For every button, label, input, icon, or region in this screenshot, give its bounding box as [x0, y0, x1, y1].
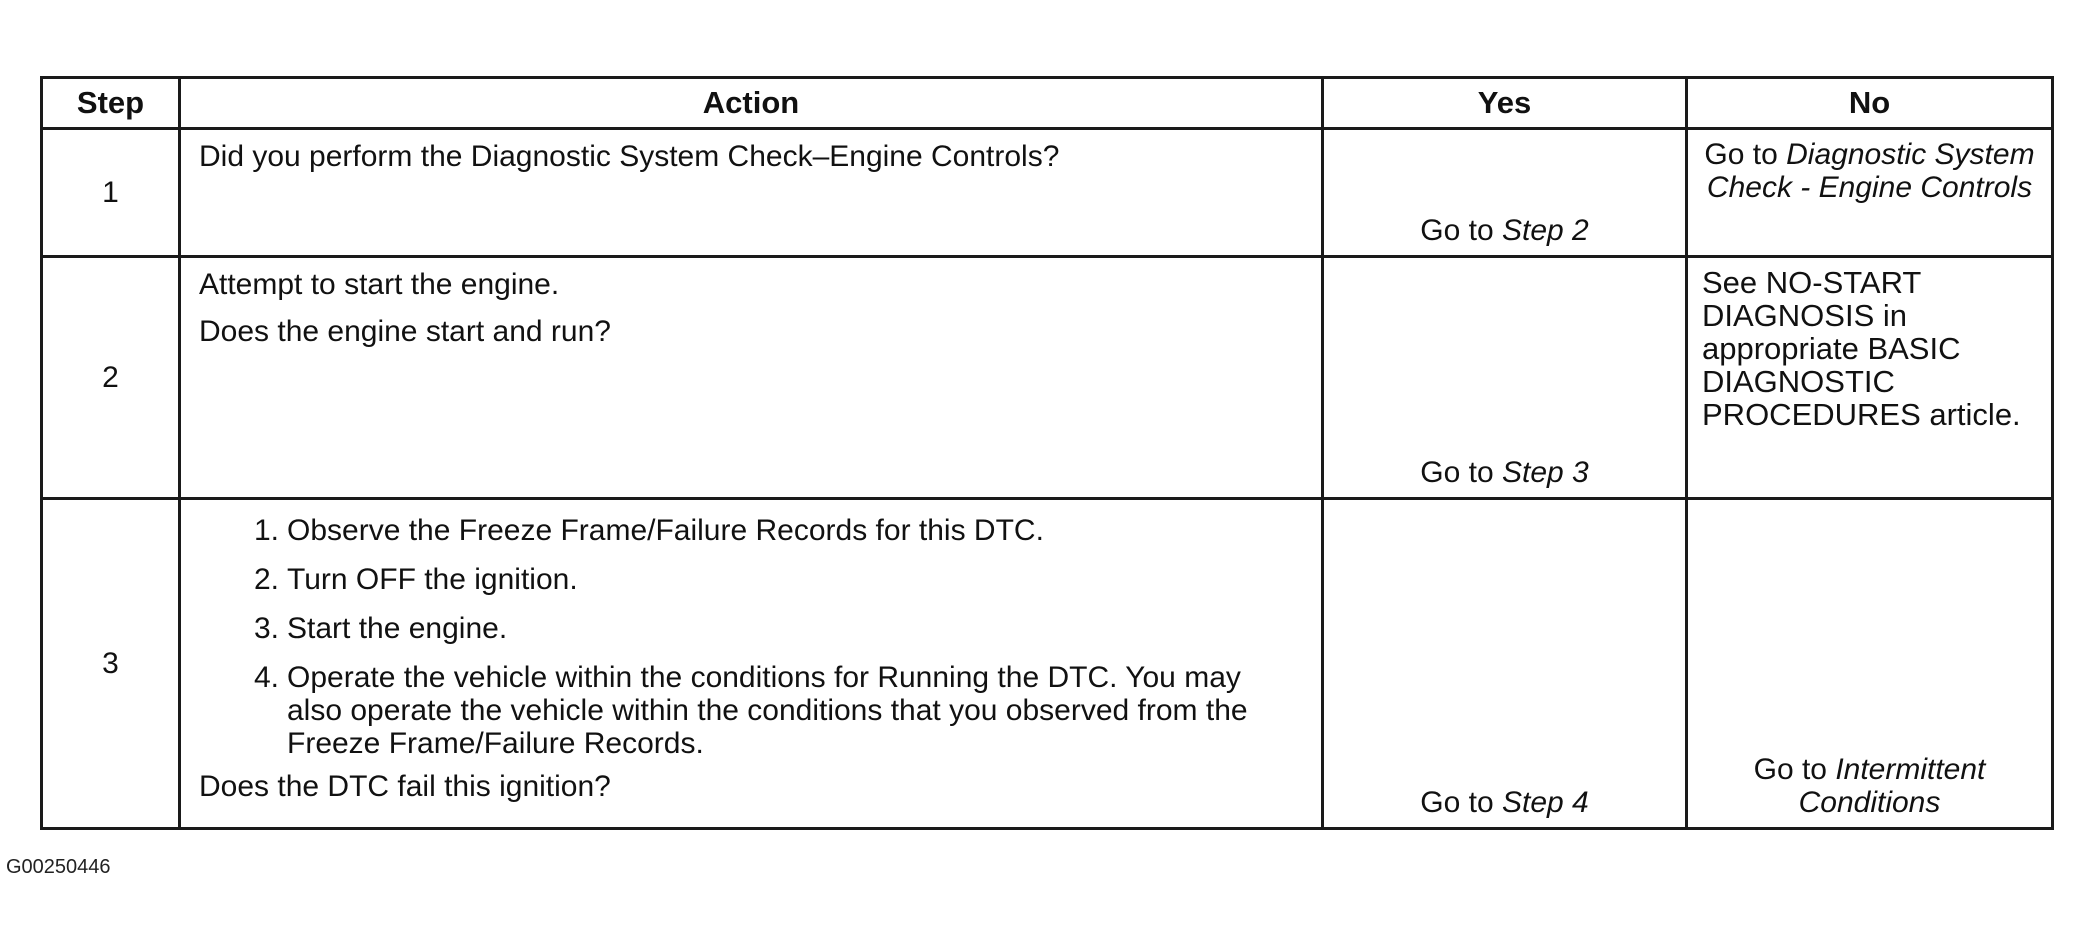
yes-link-step-3[interactable]: Step 3: [1501, 456, 1589, 489]
header-step: Step: [40, 76, 181, 130]
list-item-number: 1.: [253, 514, 279, 547]
step-number: 2: [40, 255, 181, 500]
no-prefix: Go to: [1704, 138, 1787, 171]
action-question: Does the DTC fail this ignition?: [199, 770, 611, 803]
list-item: 1. Observe the Freeze Frame/Failure Reco…: [199, 514, 1303, 547]
figure-code: G00250446: [6, 856, 111, 878]
yes-prefix: Go to: [1420, 456, 1502, 489]
no-prefix: Go to: [1753, 753, 1836, 786]
action-text: Attempt to start the engine.: [199, 268, 560, 301]
no-link-diagnostic-system-check[interactable]: Diagnostic System Check - Engine Control…: [1706, 138, 2035, 204]
list-item-number: 4.: [253, 661, 279, 694]
list-item: 4. Operate the vehicle within the condit…: [199, 661, 1303, 760]
list-item: 3. Start the engine.: [199, 612, 1303, 645]
yes-cell: Go to Step 4: [1321, 497, 1688, 830]
yes-link-step-2[interactable]: Step 2: [1501, 214, 1589, 247]
action-text: Did you perform the Diagnostic System Ch…: [199, 140, 1060, 173]
header-yes: Yes: [1321, 76, 1688, 130]
action-step-list: 1. Observe the Freeze Frame/Failure Reco…: [199, 514, 1303, 760]
table-row: 2 Attempt to start the engine. Does the …: [40, 255, 2054, 500]
no-cell: See NO-START DIAGNOSIS in appropriate BA…: [1685, 255, 2054, 500]
list-item-number: 2.: [253, 563, 279, 596]
no-link-intermittent-conditions[interactable]: Intermittent Conditions: [1798, 753, 1986, 819]
list-item-text: Start the engine.: [287, 612, 508, 645]
header-action: Action: [178, 76, 1324, 130]
list-item: 2. Turn OFF the ignition.: [199, 563, 1303, 596]
yes-link-step-4[interactable]: Step 4: [1501, 786, 1589, 819]
step-number: 1: [40, 127, 181, 258]
list-item-text: Turn OFF the ignition.: [287, 563, 578, 596]
table-row: 1 Did you perform the Diagnostic System …: [40, 127, 2054, 258]
yes-cell: Go to Step 3: [1321, 255, 1688, 500]
list-item-text: Operate the vehicle within the condition…: [287, 661, 1248, 760]
step-number: 3: [40, 497, 181, 830]
list-item-number: 3.: [253, 612, 279, 645]
action-cell: 1. Observe the Freeze Frame/Failure Reco…: [178, 497, 1324, 830]
yes-prefix: Go to: [1420, 214, 1502, 247]
action-cell: Did you perform the Diagnostic System Ch…: [178, 127, 1324, 258]
action-cell: Attempt to start the engine. Does the en…: [178, 255, 1324, 500]
yes-cell: Go to Step 2: [1321, 127, 1688, 258]
header-row: Step Action Yes No: [40, 76, 2054, 130]
no-cell: Go to Intermittent Conditions: [1685, 497, 2054, 830]
no-cell: Go to Diagnostic System Check - Engine C…: [1685, 127, 2054, 258]
table-row: 3 1. Observe the Freeze Frame/Failure Re…: [40, 497, 2054, 830]
action-question: Does the engine start and run?: [199, 315, 611, 348]
list-item-text: Observe the Freeze Frame/Failure Records…: [287, 514, 1044, 547]
yes-prefix: Go to: [1420, 786, 1502, 819]
diagnostic-table: Step Action Yes No 1 Did you perform the…: [40, 76, 2054, 830]
header-no: No: [1685, 76, 2054, 130]
